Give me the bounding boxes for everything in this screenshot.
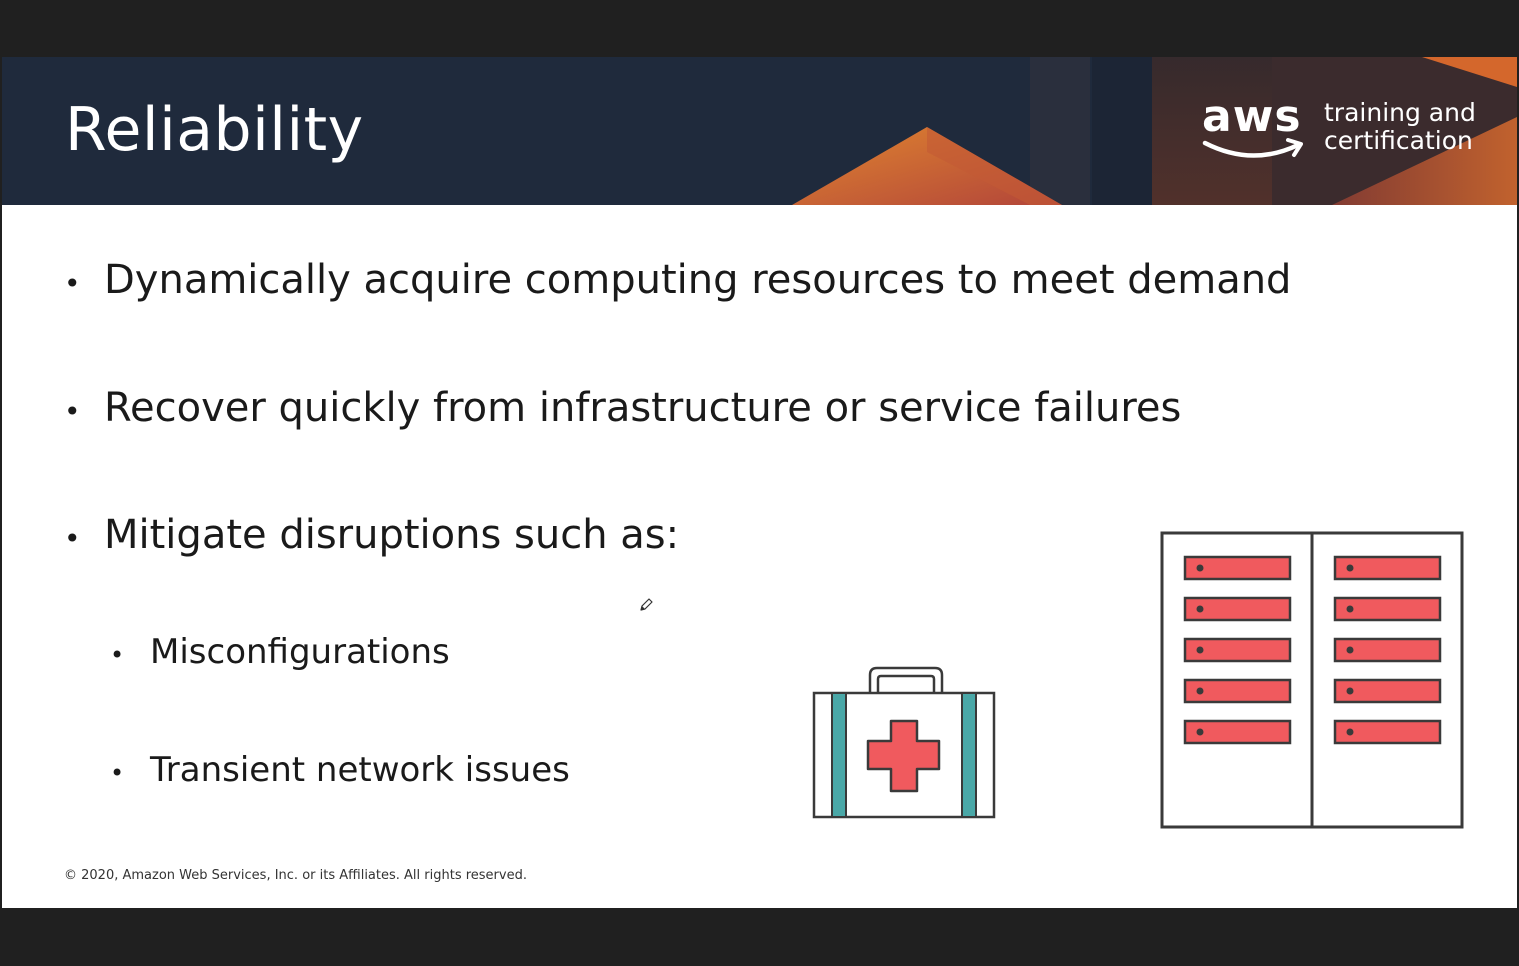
bullet-dot: • bbox=[110, 641, 125, 669]
copyright-notice: © 2020, Amazon Web Services, Inc. or its… bbox=[64, 868, 527, 883]
pencil-cursor-icon bbox=[640, 598, 653, 611]
sub-bullet-text: Misconfigurations bbox=[150, 632, 450, 672]
aws-logo: aws bbox=[1202, 91, 1308, 167]
server-rack-icon bbox=[1160, 531, 1464, 829]
sub-bullet-text: Transient network issues bbox=[150, 750, 570, 790]
sub-bullet-item: • Misconfigurations bbox=[110, 632, 450, 672]
server-units-left bbox=[1183, 555, 1292, 745]
aws-smile-icon bbox=[1202, 138, 1303, 158]
server-units-right bbox=[1333, 555, 1442, 745]
first-aid-kit-icon bbox=[812, 666, 996, 819]
tagline-line2: certification bbox=[1324, 126, 1473, 155]
bullet-dot: • bbox=[64, 522, 81, 555]
bullet-item: • Recover quickly from infrastructure or… bbox=[64, 385, 1181, 431]
bullet-text: Dynamically acquire computing resources … bbox=[104, 257, 1292, 303]
bullet-dot: • bbox=[64, 267, 81, 300]
slide-header: Reliability aws training and certificati… bbox=[2, 57, 1517, 205]
slide: Reliability aws training and certificati… bbox=[2, 57, 1517, 908]
tagline-line1: training and bbox=[1324, 98, 1476, 127]
aws-tagline: training and certification bbox=[1324, 99, 1476, 155]
bullet-dot: • bbox=[110, 759, 125, 787]
bullet-dot: • bbox=[64, 395, 81, 428]
aws-wordmark: aws bbox=[1202, 91, 1302, 142]
bullet-item: • Dynamically acquire computing resource… bbox=[64, 257, 1291, 303]
bullet-text: Recover quickly from infrastructure or s… bbox=[104, 385, 1182, 431]
slide-title: Reliability bbox=[65, 95, 364, 165]
sub-bullet-item: • Transient network issues bbox=[110, 750, 570, 790]
bullet-item: • Mitigate disruptions such as: bbox=[64, 512, 679, 558]
header-decoration bbox=[792, 57, 1517, 205]
bullet-text: Mitigate disruptions such as: bbox=[104, 512, 680, 558]
